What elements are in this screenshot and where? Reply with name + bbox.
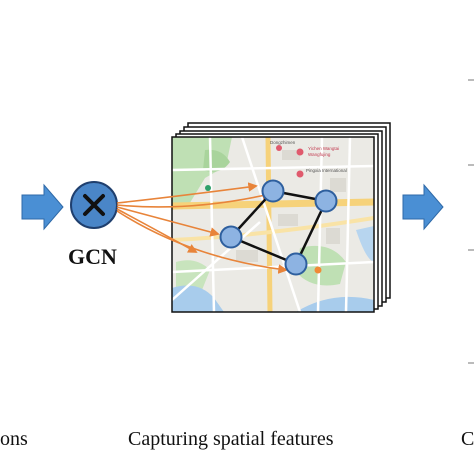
graph-node bbox=[261, 179, 285, 203]
map-image: Yichen Wangtai Wangfujing Pingxia Intern… bbox=[172, 137, 374, 312]
caption-right-partial: C bbox=[461, 428, 474, 450]
map-label-road-1: Dongzhimen bbox=[270, 140, 296, 145]
map-label-poi-3: Pingxia International bbox=[306, 168, 347, 173]
gcn-label: GCN bbox=[68, 244, 117, 269]
graph-node bbox=[284, 252, 308, 276]
right-arrow-icon bbox=[21, 183, 64, 231]
graph-nodes bbox=[219, 179, 338, 276]
graph-node bbox=[314, 189, 338, 213]
map-label-poi-1: Yichen Wangtai bbox=[308, 146, 339, 151]
orange-flow-arrows bbox=[116, 182, 288, 274]
right-arrow-icon bbox=[402, 183, 444, 231]
pin-icon bbox=[276, 145, 304, 178]
graph-node bbox=[219, 225, 243, 249]
right-axis-ticks bbox=[468, 79, 474, 364]
caption-left-partial: ons bbox=[0, 428, 28, 450]
caption-center: Capturing spatial features bbox=[128, 428, 334, 450]
map-label-poi-2: Wangfujing bbox=[308, 152, 331, 157]
